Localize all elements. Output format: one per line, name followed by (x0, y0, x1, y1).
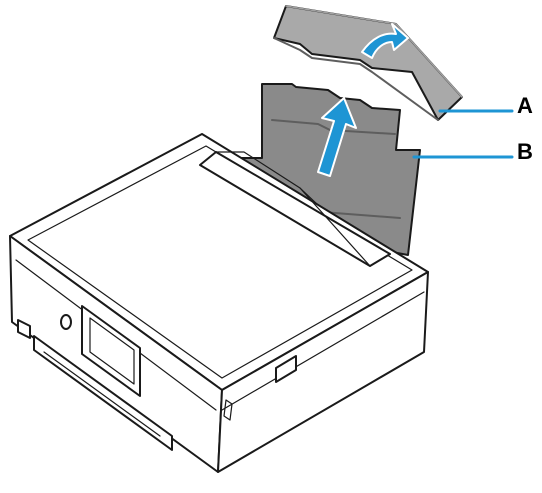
operation-panel (81, 305, 141, 397)
arrow-up-icon (317, 97, 357, 177)
output-tray (33, 335, 173, 451)
side-slot (275, 355, 297, 383)
callout-leaders (412, 109, 514, 159)
feed-slot (199, 151, 391, 267)
callout-label-b: B (517, 139, 533, 164)
arrow-curved-icon (361, 23, 409, 59)
printer-side (217, 271, 429, 473)
power-button (60, 314, 72, 330)
callout-label-a: A (517, 93, 533, 118)
rear-tray-cover (273, 5, 463, 121)
